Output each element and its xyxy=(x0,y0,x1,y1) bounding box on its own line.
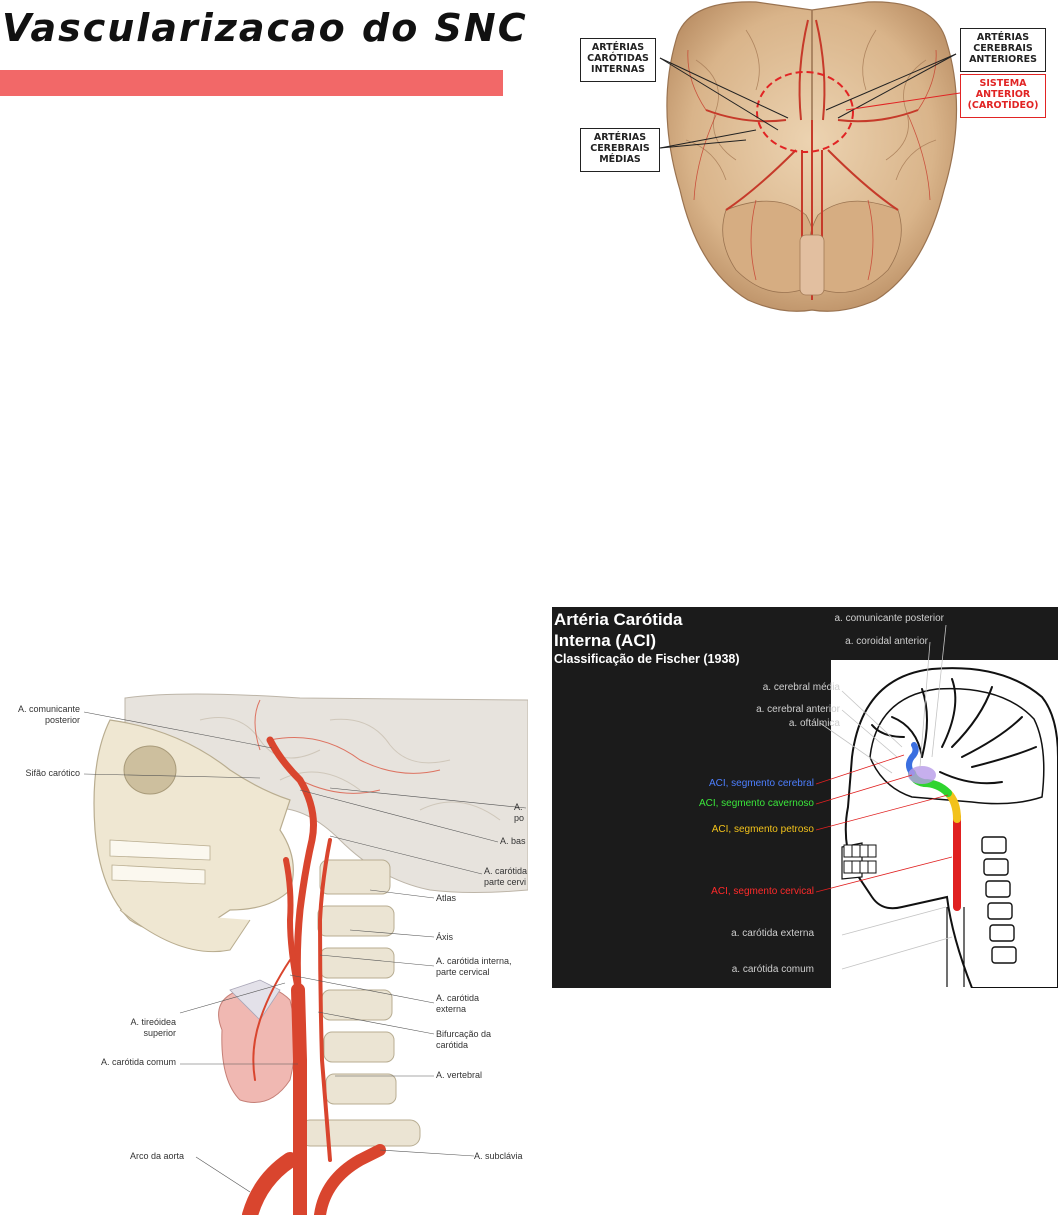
brain-base-illustration xyxy=(659,1,961,312)
title-underline-bar xyxy=(0,70,503,96)
label-f3-oftalmica: a. oftálmica xyxy=(788,718,840,729)
fischer-classification-figure: Artéria Carótida Interna (ACI) Classific… xyxy=(552,607,1058,988)
label-f3-seg-cervical: ACI, segmento cervical xyxy=(711,886,814,897)
label-f3-cerebral-anterior: a. cerebral anterior xyxy=(756,704,840,715)
label-comunicante-posterior: A. comunicante posterior xyxy=(17,704,80,725)
label-cerebrais-anteriores: ARTÉRIAS CEREBRAIS ANTERIORES xyxy=(960,28,1046,72)
label-vertebral: A. vertebral xyxy=(436,1070,483,1080)
label-f3-seg-petroso: ACI, segmento petroso xyxy=(711,824,814,835)
label-f3-carotida-comum: a. carótida comum xyxy=(731,964,814,975)
label-f3-coroidal-anterior: a. coroidal anterior xyxy=(845,636,928,647)
fischer-head-illustration xyxy=(815,624,1058,988)
carotid-lateral-figure: A. comunicante posterior Sifão carótico … xyxy=(0,660,528,1215)
label-carotida-comum: A. carótida comum xyxy=(100,1057,176,1067)
label-f3-comunicante-posterior: a. comunicante posterior xyxy=(834,613,944,624)
fischer-title: Artéria Carótida Interna (ACI) xyxy=(554,610,683,650)
label-f3-seg-cavernoso: ACI, segmento cavernoso xyxy=(698,798,814,809)
label-f3-carotida-externa: a. carótida externa xyxy=(731,928,814,939)
label-carotida-parte-cervi: A. carótida parte cervi xyxy=(484,866,528,887)
label-a-po: A. po xyxy=(514,802,525,823)
label-bifurcacao-carotida: Bifurcação da carótida xyxy=(436,1029,492,1050)
label-tireoidea-superior: A. tireóidea superior xyxy=(130,1017,176,1038)
label-carotidas-internas: ARTÉRIAS CARÓTIDAS INTERNAS xyxy=(580,38,656,82)
label-cerebrais-medias: ARTÉRIAS CEREBRAIS MÉDIAS xyxy=(580,128,660,172)
label-f3-seg-cerebral: ACI, segmento cerebral xyxy=(708,778,814,789)
fischer-subtitle: Classificação de Fischer (1938) xyxy=(554,652,740,666)
label-sifao-carotico: Sifão carótico xyxy=(25,768,80,778)
label-carotida-externa: A. carótida externa xyxy=(436,993,480,1014)
skull-neck-illustration xyxy=(83,693,528,1215)
label-sistema-anterior: SISTEMA ANTERIOR (CAROTÍDEO) xyxy=(960,74,1046,118)
page-title: Vascularizacao do SNC xyxy=(2,6,528,50)
brain-base-figure: ARTÉRIAS CARÓTIDAS INTERNAS ARTÉRIAS CER… xyxy=(576,0,1046,320)
label-arco-aorta: Arco da aorta xyxy=(130,1151,185,1161)
label-atlas: Atlas xyxy=(436,893,457,903)
label-subclavia: A. subclávia xyxy=(474,1151,523,1161)
label-carotida-interna-cervical: A. carótida interna, parte cervical xyxy=(436,956,512,977)
label-axis: Áxis xyxy=(436,932,454,942)
label-a-bas: A. bas xyxy=(500,836,526,846)
label-f3-cerebral-media: a. cerebral média xyxy=(762,682,840,693)
